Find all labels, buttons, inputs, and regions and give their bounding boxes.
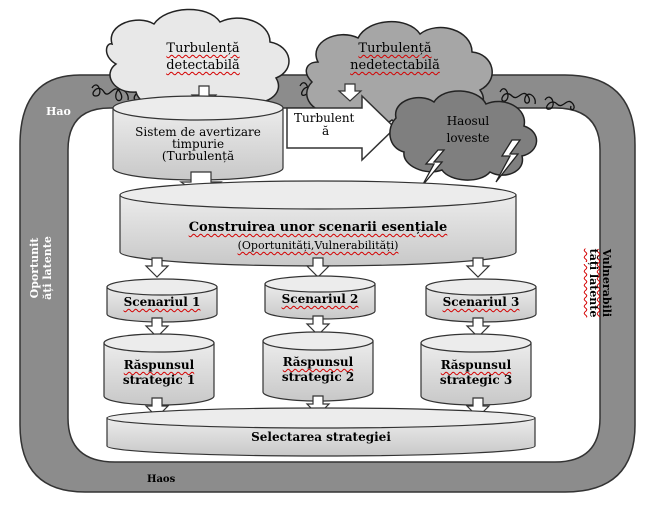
early-warning-cylinder [112,95,284,181]
scenario-3-label: Scenariul 3 [442,295,520,309]
arrows-to-scenarios [144,257,491,278]
response-1-label: Răspunsul strategic 1 [122,358,196,387]
scenario-2-label: Scenariul 2 [281,292,359,306]
undetectable-cloud-label: Turbulență nedetectabilă [350,41,440,73]
scenarios-cylinder [119,180,517,267]
scenarios-box-label: Construirea unor scenarii esențiale (Opo… [188,220,448,252]
chaos-frame [19,74,636,493]
response-3-cylinder [420,333,532,406]
turbulence-arrow-label: Turbulent ă [294,111,355,138]
scenario-1-label: Scenariul 1 [123,295,201,309]
arrow-undetectable-down [337,83,363,102]
frame-label-bottom: Haos [147,474,176,485]
detectable-turbulence-cloud [105,8,290,113]
arrows-to-responses [144,315,491,338]
selection-label: Selectarea strategiei [251,430,391,444]
scenario-2-cylinder [264,275,376,320]
lightning-bolt-left [421,149,446,187]
response-2-cylinder [262,331,374,402]
scenario-1-cylinder [106,278,218,323]
detectable-cloud-label: Turbulență detectabilă [166,41,240,73]
lightning-bolt-right [495,139,522,183]
frame-label-right-latent-vulnerabilities: Vulnerabili tăți latente [587,248,613,318]
response-3-label: Răspunsul strategic 3 [439,358,513,387]
frame-label-top: Hao [46,105,71,118]
selection-cylinder [106,407,536,457]
response-1-cylinder [103,333,215,406]
chaos-strikes-cloud [389,90,538,181]
chaos-strikes-label: Haosul loveste [446,114,490,145]
arrows-to-selection [144,395,491,418]
response-2-label: Răspunsul strategic 2 [281,355,355,384]
frame-label-left-latent-opportunities: Oportunit ăți latente [28,236,54,300]
scenario-3-cylinder [425,278,537,323]
turbulence-arrow [286,94,397,162]
early-warning-label: Sistem de avertizare timpurie (Turbulenț… [135,125,261,163]
